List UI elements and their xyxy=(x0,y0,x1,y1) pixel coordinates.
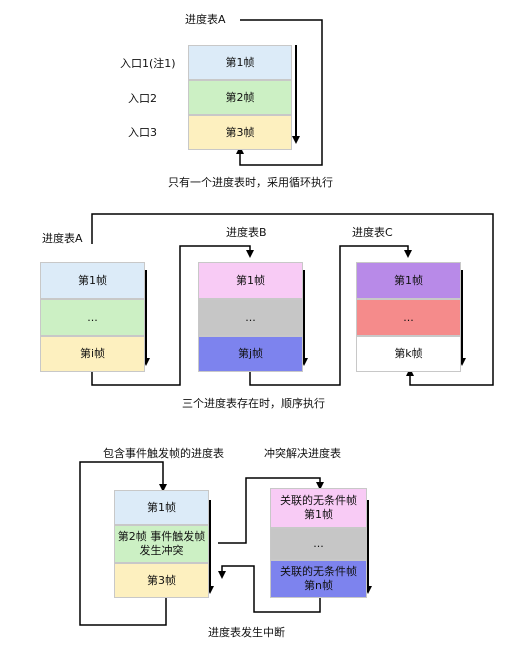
return-line xyxy=(218,565,321,613)
s2-c-frame-3-text: 第k帧 xyxy=(394,347,423,360)
s2-a-frame-2-text: ... xyxy=(87,310,98,324)
link-a-to-b xyxy=(91,245,254,386)
s1-frame-2-text: 第2帧 xyxy=(225,90,255,104)
s3-right-frame-2-text: ... xyxy=(313,537,324,550)
s2-caption: 三个进度表存在时，顺序执行 xyxy=(182,397,325,410)
s2-c-frame-3: 第k帧 xyxy=(356,336,461,372)
s2-b-frame-2-text: ... xyxy=(245,310,256,324)
s2-a-frame-3: 第i帧 xyxy=(40,336,145,372)
s1-frame-3: 第3帧 xyxy=(188,115,292,150)
s3-right-frame-1-text: 关联的无条件帧 第1帧 xyxy=(280,494,357,521)
s2-c-frame-1-text: 第1帧 xyxy=(394,273,423,287)
s2-b-frame-3-text: 第j帧 xyxy=(237,347,264,360)
s2-b-frame-1-text: 第1帧 xyxy=(236,273,265,287)
s3-left-frame-1: 第1帧 xyxy=(114,490,209,525)
s2-a-frame-1: 第1帧 xyxy=(40,262,145,299)
s3-right-frame-2: ... xyxy=(270,528,367,560)
outer-loop-left xyxy=(79,461,167,626)
s3-left-frame-2-text: 第2帧 事件触发帧 发生冲突 xyxy=(117,530,206,557)
link-b-to-c xyxy=(249,245,412,386)
s1-frame-3-text: 第3帧 xyxy=(225,125,255,139)
s3-right-frame-1: 关联的无条件帧 第1帧 xyxy=(270,488,367,528)
s3-left-label: 包含事件触发帧的进度表 xyxy=(103,447,224,460)
s3-right-frame-3-text: 关联的无条件帧 第n帧 xyxy=(280,565,357,592)
s2-c-frame-1: 第1帧 xyxy=(356,262,461,299)
s2-b-frame-3: 第j帧 xyxy=(198,336,303,372)
loop-line-sequence xyxy=(91,213,494,386)
s3-right-frame-3: 关联的无条件帧 第n帧 xyxy=(270,560,367,598)
s2-b-frame-2: ... xyxy=(198,299,303,336)
s3-left-frame-1-text: 第1帧 xyxy=(147,500,176,514)
s2-a-frame-3-text: 第i帧 xyxy=(79,347,106,360)
s2-table-b-label: 进度表B xyxy=(226,226,267,239)
s2-a-frame-2: ... xyxy=(40,299,145,336)
s3-left-frame-2: 第2帧 事件触发帧 发生冲突 xyxy=(114,525,209,563)
s1-frame-2: 第2帧 xyxy=(188,80,292,115)
s1-caption: 只有一个进度表时，采用循环执行 xyxy=(168,176,333,189)
s2-c-frame-2: ... xyxy=(356,299,461,336)
s2-table-a-label: 进度表A xyxy=(42,232,83,245)
s2-table-c-label: 进度表C xyxy=(352,226,393,239)
s2-a-frame-1-text: 第1帧 xyxy=(78,273,107,287)
table-a-label: 进度表A xyxy=(185,13,226,26)
s2-b-frame-1: 第1帧 xyxy=(198,262,303,299)
s1-frame-1-text: 第1帧 xyxy=(225,55,255,69)
s3-caption: 进度表发生中断 xyxy=(208,626,285,639)
loop-line-a xyxy=(236,19,323,166)
s2-c-frame-2-text: ... xyxy=(403,310,414,324)
entry-2-label: 入口2 xyxy=(128,92,157,105)
s1-frame-1: 第1帧 xyxy=(188,45,292,80)
entry-3-label: 入口3 xyxy=(128,126,157,139)
s3-right-label: 冲突解决进度表 xyxy=(264,447,341,460)
interrupt-line-out xyxy=(218,477,324,544)
s3-left-frame-3-text: 第3帧 xyxy=(147,573,176,587)
s3-left-frame-3: 第3帧 xyxy=(114,563,209,598)
entry-1-label: 入口1(注1) xyxy=(120,57,176,70)
